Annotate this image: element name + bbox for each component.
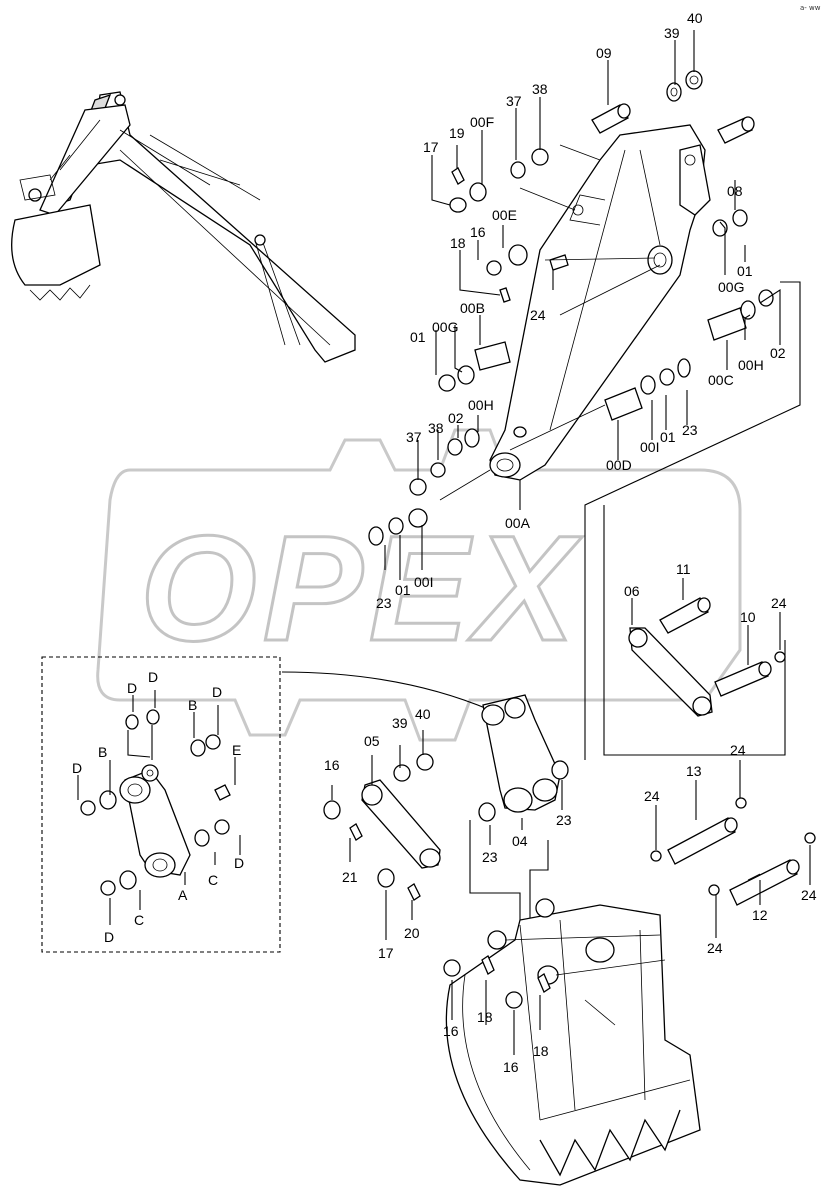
pins-12-13 <box>650 760 816 938</box>
corner-mark: a- ww <box>800 4 821 12</box>
washer-39a <box>666 82 682 102</box>
label-D: D <box>127 680 137 696</box>
label-01: 01 <box>660 429 676 445</box>
label-09: 09 <box>596 45 612 61</box>
label-00A: 00A <box>505 515 531 531</box>
label-16: 16 <box>324 757 340 773</box>
label-A: A <box>178 887 188 903</box>
label-24: 24 <box>644 788 660 804</box>
label-00H: 00H <box>468 397 494 413</box>
label-18: 18 <box>533 1043 549 1059</box>
label-23: 23 <box>482 849 498 865</box>
label-00G: 00G <box>718 279 744 295</box>
label-12: 12 <box>752 907 768 923</box>
link-05 <box>361 779 441 869</box>
label-24: 24 <box>771 595 787 611</box>
label-24: 24 <box>730 742 746 758</box>
label-20: 20 <box>404 925 420 941</box>
washer-40a <box>685 70 703 90</box>
label-18: 18 <box>477 1009 493 1025</box>
label-02: 02 <box>448 410 464 426</box>
label-00F: 00F <box>470 114 494 130</box>
label-05: 05 <box>364 733 380 749</box>
watermark-text: OPEX <box>140 504 583 672</box>
label-23: 23 <box>376 595 392 611</box>
detail-box <box>41 656 281 953</box>
label-37: 37 <box>406 429 422 445</box>
label-38: 38 <box>428 420 444 436</box>
label-16: 16 <box>470 224 486 240</box>
leader-lines-top <box>384 30 801 760</box>
part-labels: 09 39 40 37 38 17 19 00F 08 00E 16 18 00… <box>72 10 817 1075</box>
label-D: D <box>104 929 114 945</box>
link-A-detail <box>77 690 241 925</box>
label-C: C <box>208 872 218 888</box>
bucket <box>443 898 701 1186</box>
label-24: 24 <box>530 307 546 323</box>
label-01: 01 <box>737 263 753 279</box>
label-38: 38 <box>532 81 548 97</box>
link-06-group <box>628 578 786 717</box>
label-23: 23 <box>682 422 698 438</box>
bucket-body <box>445 904 701 1186</box>
link-05-group <box>323 730 441 940</box>
label-24: 24 <box>707 940 723 956</box>
label-19: 19 <box>449 125 465 141</box>
label-00D: 00D <box>606 457 632 473</box>
label-11: 11 <box>676 561 691 577</box>
pin-10 <box>714 661 769 697</box>
label-C: C <box>134 912 144 928</box>
label-24: 24 <box>801 887 817 903</box>
arm-body <box>489 124 706 481</box>
label-17: 17 <box>378 945 394 961</box>
watermark: OPEX <box>96 428 742 742</box>
label-18: 18 <box>450 235 466 251</box>
label-21: 21 <box>342 869 358 885</box>
pin-13 <box>667 817 736 865</box>
label-40: 40 <box>687 10 703 26</box>
label-B: B <box>98 744 107 760</box>
label-00C: 00C <box>708 372 734 388</box>
label-E: E <box>232 742 241 758</box>
label-D: D <box>212 684 222 700</box>
excavator-thumbnail <box>11 91 356 363</box>
label-D: D <box>148 669 158 685</box>
label-39: 39 <box>392 715 408 731</box>
label-00B: 00B <box>460 300 485 316</box>
label-08: 08 <box>727 183 743 199</box>
link-04-group <box>469 694 569 930</box>
label-04: 04 <box>512 833 528 849</box>
label-16: 16 <box>503 1059 519 1075</box>
label-D: D <box>72 760 82 776</box>
label-37: 37 <box>506 93 522 109</box>
label-B: B <box>188 697 197 713</box>
label-00H: 00H <box>738 357 764 373</box>
label-17: 17 <box>423 139 439 155</box>
label-13: 13 <box>686 763 702 779</box>
label-39: 39 <box>664 25 680 41</box>
label-01: 01 <box>395 582 411 598</box>
label-00I: 00I <box>640 439 659 455</box>
link-06 <box>629 627 713 717</box>
label-00I: 00I <box>414 574 433 590</box>
label-16: 16 <box>443 1023 459 1039</box>
watermark-gear-outline <box>96 428 742 742</box>
label-23: 23 <box>556 812 572 828</box>
label-10: 10 <box>740 609 756 625</box>
label-D: D <box>234 855 244 871</box>
label-00G: 00G <box>432 319 458 335</box>
label-02: 02 <box>770 345 786 361</box>
pin-12 <box>729 859 798 906</box>
label-40: 40 <box>415 706 431 722</box>
arm-assembly <box>489 124 711 481</box>
label-06: 06 <box>624 583 640 599</box>
label-00E: 00E <box>492 207 517 223</box>
label-01: 01 <box>410 329 426 345</box>
pin-11 <box>659 597 709 634</box>
top-pins <box>368 70 774 546</box>
